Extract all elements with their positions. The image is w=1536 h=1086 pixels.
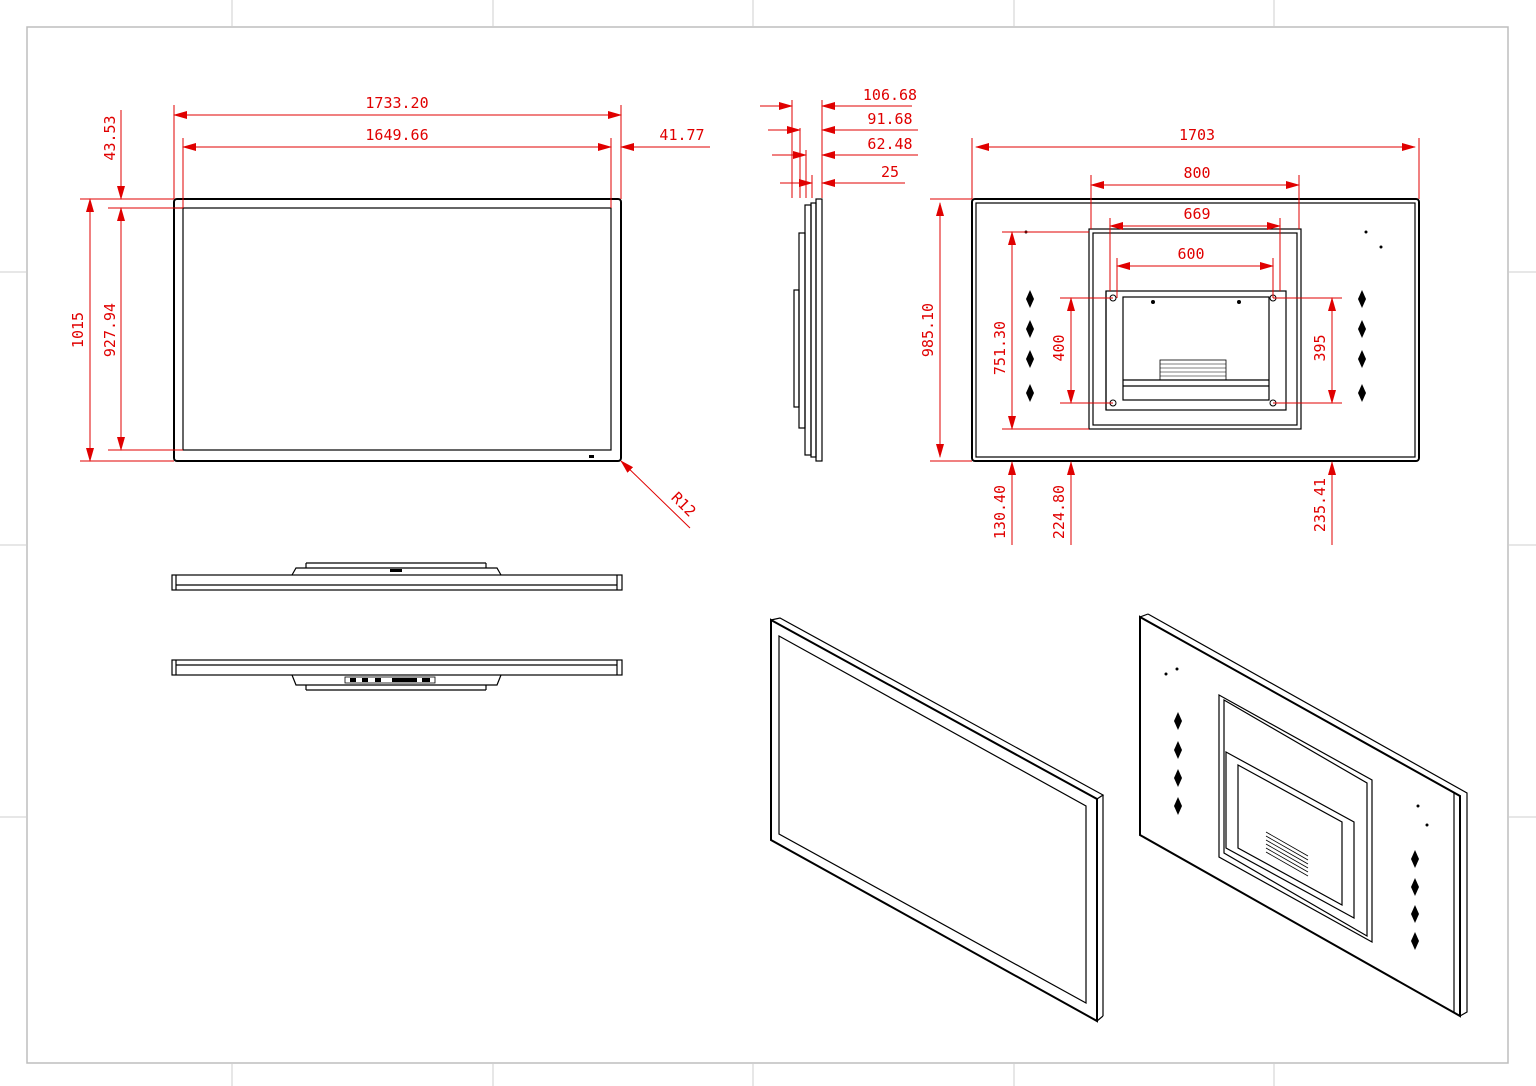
dim-front-top-margin: 43.53	[101, 115, 119, 160]
front-view-dimensions: 1733.20 1649.66 41.77 43.53 1015 927.94 …	[69, 94, 710, 529]
dim-back-751: 751.30	[991, 321, 1009, 375]
front-view	[173, 198, 622, 462]
dim-front-right-margin: 41.77	[659, 126, 704, 144]
dim-back-800: 800	[1183, 164, 1210, 182]
dim-corner-radius: R12	[668, 489, 700, 521]
iso-back-view	[1139, 613, 1468, 1018]
side-view	[793, 198, 823, 462]
dim-back-395: 395	[1311, 334, 1329, 361]
dim-side-62: 62.48	[867, 135, 912, 153]
dim-back-400: 400	[1050, 334, 1068, 361]
dim-back-669: 669	[1183, 205, 1210, 223]
dim-front-height: 1015	[69, 312, 87, 348]
iso-front-view	[770, 617, 1105, 1023]
side-view-dimensions: 106.68 91.68 62.48 25	[760, 86, 918, 198]
top-view	[171, 562, 623, 591]
dim-back-224: 224.80	[1050, 485, 1068, 539]
dim-side-91: 91.68	[867, 110, 912, 128]
dim-back-235: 235.41	[1311, 478, 1329, 532]
back-view	[971, 198, 1420, 462]
dim-back-600: 600	[1177, 245, 1204, 263]
dim-back-height: 985.10	[919, 303, 937, 357]
dim-side-25: 25	[881, 163, 899, 181]
dim-front-width: 1733.20	[365, 94, 428, 112]
dim-back-width: 1703	[1179, 126, 1215, 144]
bottom-view	[171, 659, 623, 691]
dim-front-screen-width: 1649.66	[365, 126, 428, 144]
dim-side-106: 106.68	[863, 86, 917, 104]
dim-back-130: 130.40	[991, 485, 1009, 539]
back-view-dimensions: 1703 800 669 600 985.10 751.30 400 395 1…	[919, 126, 1420, 545]
dim-front-screen-height: 927.94	[101, 303, 119, 357]
